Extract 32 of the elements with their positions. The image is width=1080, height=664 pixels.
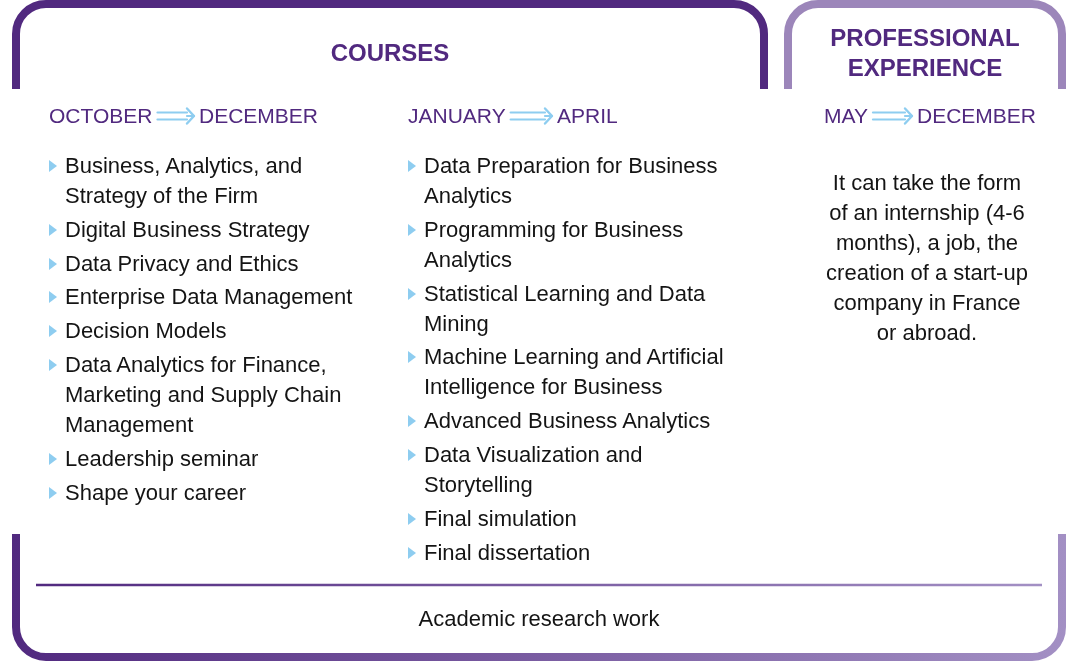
month-label: MAY — [819, 103, 873, 129]
course-name: Final dissertation — [424, 538, 591, 567]
course-name: Business, Analytics, and Strategy of the Firm — [65, 152, 304, 210]
course-name: Data Analytics for Finance, Marketing and Supply Chain Management — [65, 351, 343, 439]
course-name: Enterprise Data Management — [65, 283, 353, 312]
arrow — [509, 107, 554, 125]
section-heading: PROFESSIONAL EXPERIENCE — [829, 23, 1021, 83]
course-name: Data Visualization and Storytelling — [424, 441, 644, 499]
month-label: APRIL — [552, 103, 623, 129]
course-name: Final simulation — [424, 504, 577, 533]
month-label: DECEMBER — [194, 103, 324, 129]
course-name: Decision Models — [65, 317, 227, 346]
month-label: OCTOBER — [44, 103, 158, 129]
course-name: Digital Business Strategy — [65, 215, 310, 244]
course-name: Statistical Learning and Data Mining — [424, 279, 707, 338]
section-heading: COURSES — [330, 38, 450, 68]
month-label: JANUARY — [403, 103, 511, 129]
section-frame — [12, 534, 1066, 661]
description-text: It can take the form of an internship (4-6 months), a job, the creation of a start-up company in France or abroad. — [826, 169, 1028, 347]
month-label: DECEMBER — [912, 103, 1042, 129]
course-name: Leadership seminar — [65, 444, 259, 473]
course-name: Machine Learning and Artificial Intelligence for Business — [424, 343, 725, 402]
course-name: Data Privacy and Ethics — [65, 249, 299, 278]
course-name: Shape your career — [65, 478, 246, 507]
course-name: Data Preparation for Business Analytics — [424, 152, 719, 210]
arrow — [156, 107, 196, 125]
course-name: Programming for Business Analytics — [424, 215, 685, 274]
course-name: Advanced Business Analytics — [424, 407, 711, 436]
arrow — [871, 107, 914, 125]
section-frame — [12, 0, 768, 89]
section-frame — [784, 0, 1066, 89]
section-label: Academic research work — [418, 605, 660, 633]
